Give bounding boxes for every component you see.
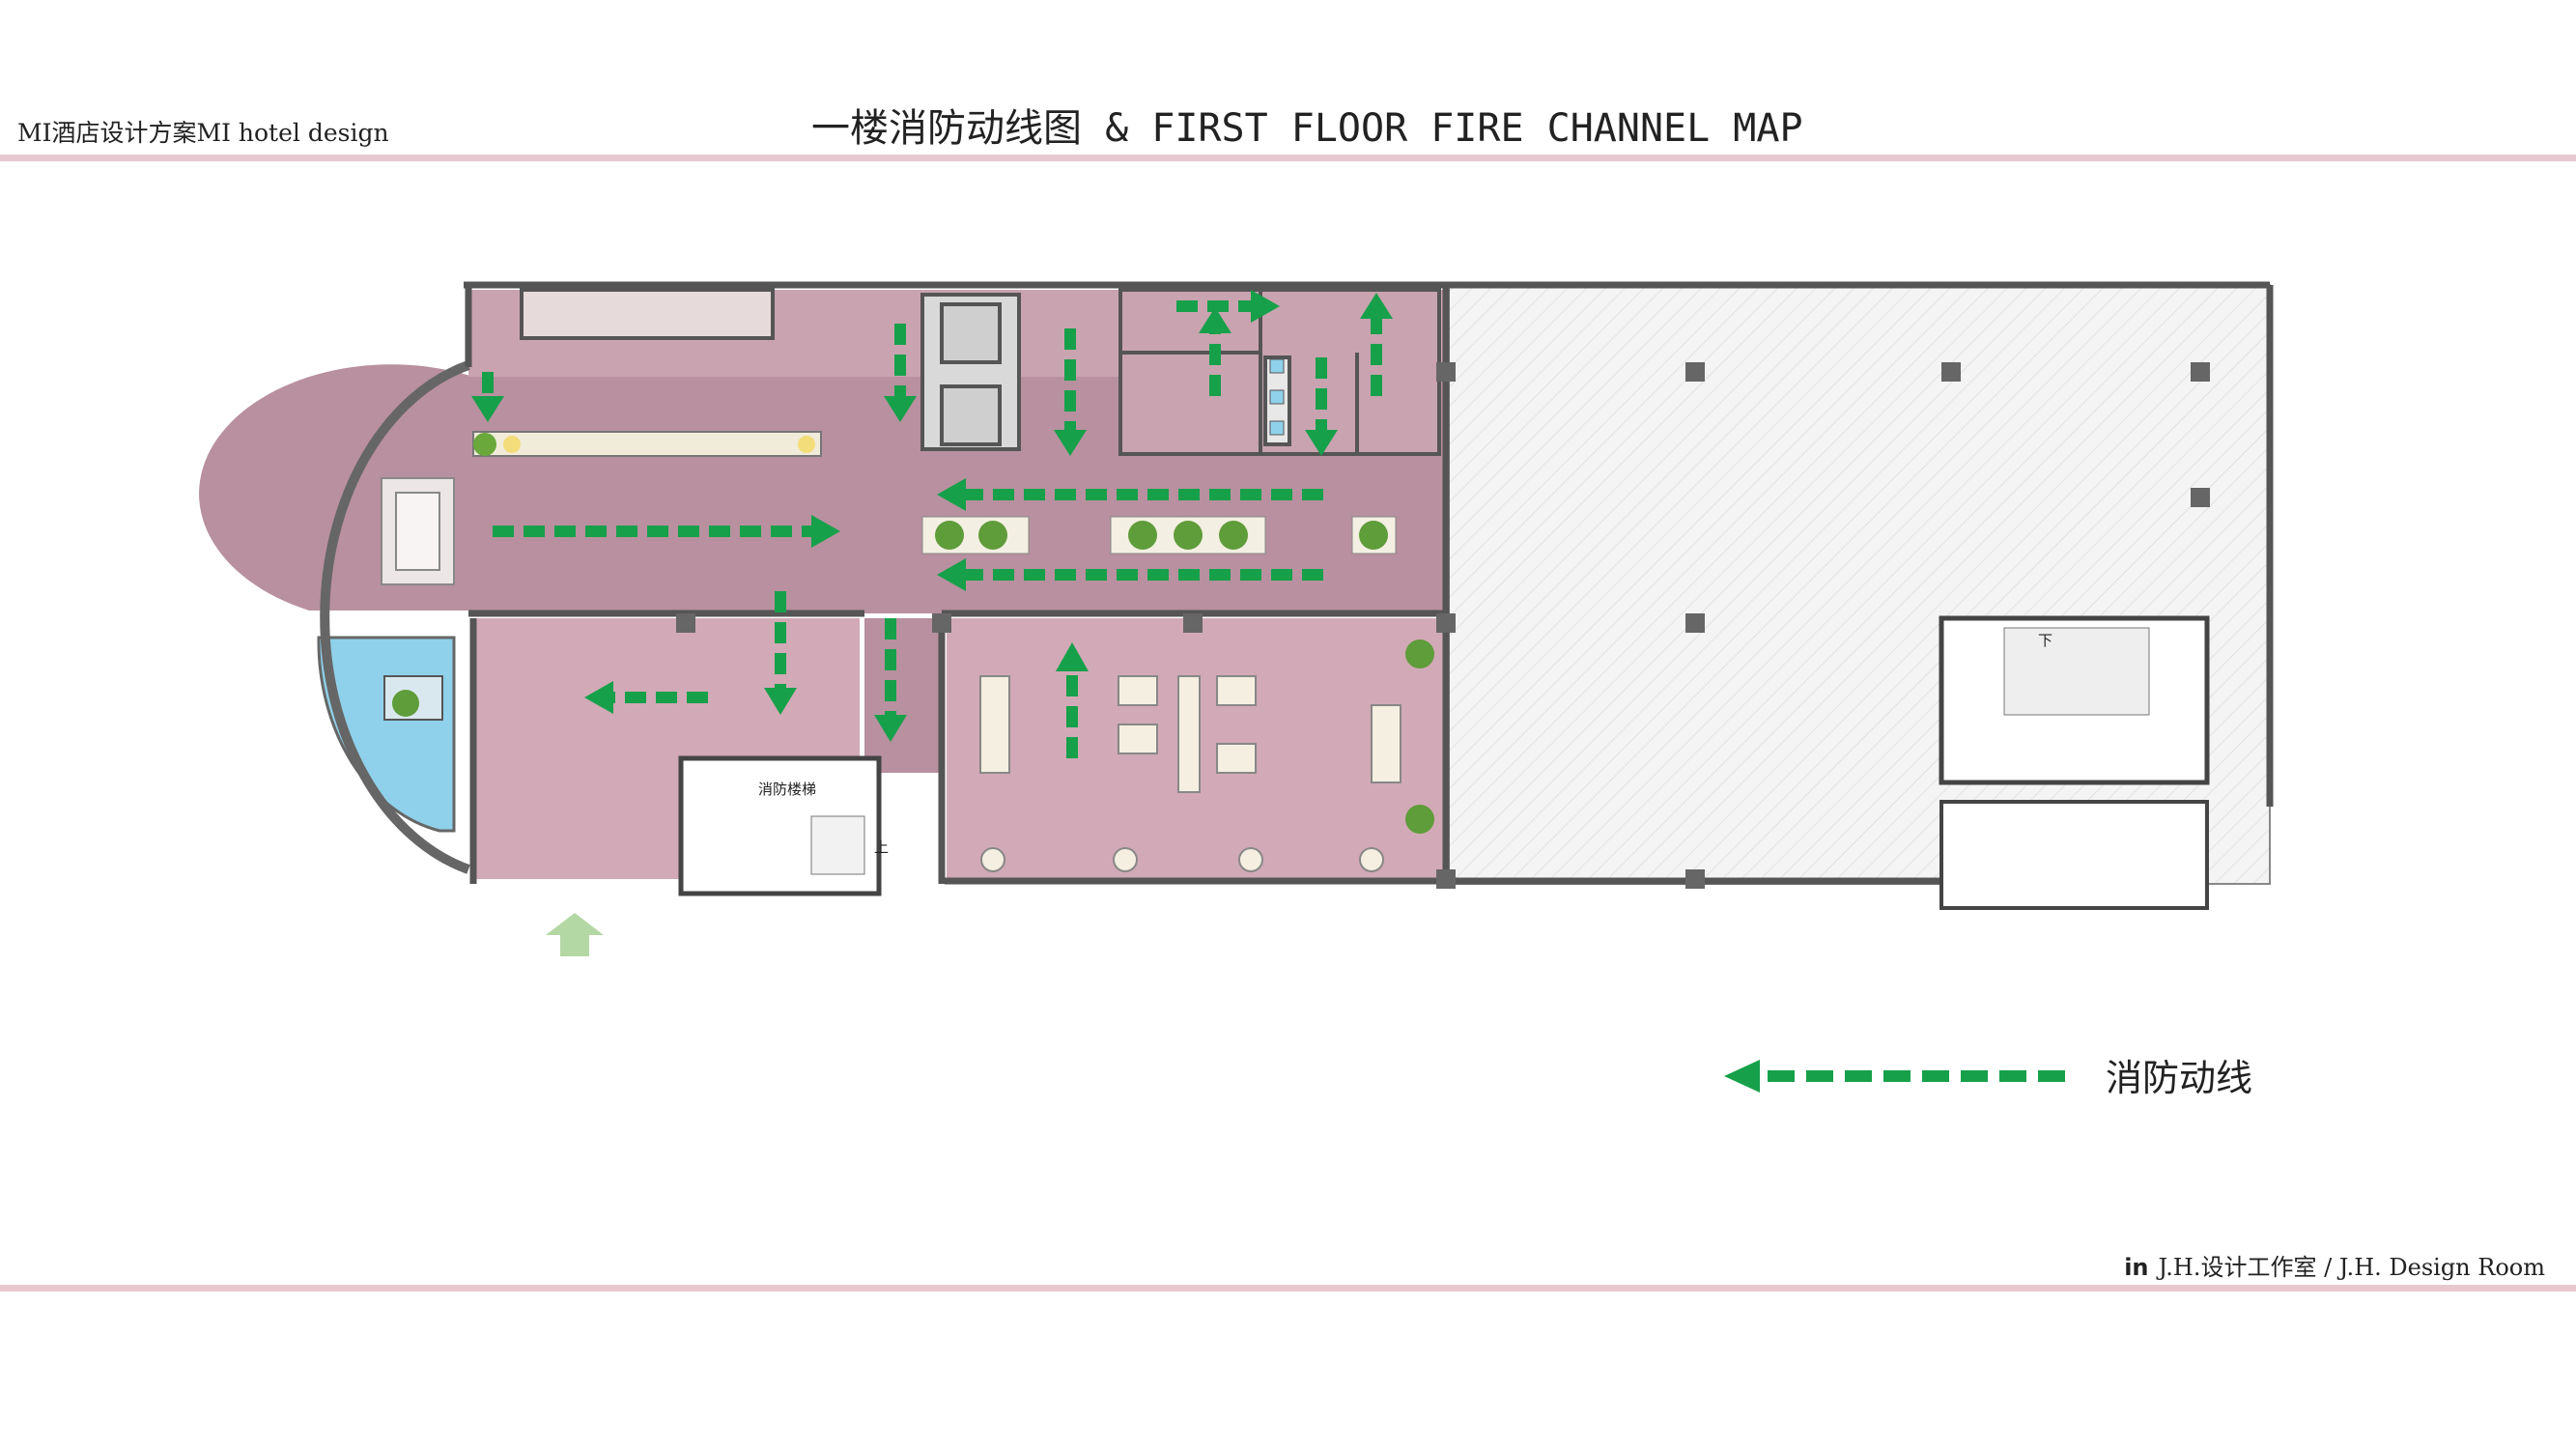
studio-logo-icon: in: [2124, 1254, 2149, 1281]
right-stair-core: 下: [1939, 615, 2210, 910]
corridor-south: [864, 618, 942, 773]
restaurant-tables: [979, 675, 1401, 872]
planters: [921, 516, 1434, 834]
stair-down-mark: 下: [2038, 632, 2052, 649]
legend-label: 消防动线: [2106, 1057, 2253, 1099]
reception-counter: [472, 431, 822, 457]
fire-stair-label: 消防楼梯: [758, 781, 816, 798]
footer-credit: in J.H.设计工作室 / J.H. Design Room: [2124, 1248, 2545, 1282]
footer-text: J.H.设计工作室 / J.H. Design Room: [2158, 1254, 2545, 1281]
basins: [1269, 358, 1285, 436]
legend-arrow: [1724, 1060, 2067, 1093]
fire-route-arrowheads: [471, 290, 1393, 742]
project-name: MI酒店设计方案MI hotel design: [17, 119, 389, 147]
columns: [676, 362, 2210, 889]
page-title: 一楼消防动线图 & FIRST FLOOR FIRE CHANNEL MAP: [811, 106, 1803, 151]
curved-facade: [320, 360, 470, 874]
header-divider: [0, 155, 2576, 161]
stair-up-mark: 上: [874, 838, 889, 856]
fire-stair-room: 消防楼梯 上: [678, 755, 889, 896]
entrance-arrow: [546, 913, 604, 956]
fire-routes: [482, 300, 1382, 758]
lobby-sofa: [381, 477, 455, 585]
footer-divider: [0, 1285, 2576, 1292]
walls: [464, 281, 2274, 885]
open-area-hatched: [1448, 284, 2271, 885]
